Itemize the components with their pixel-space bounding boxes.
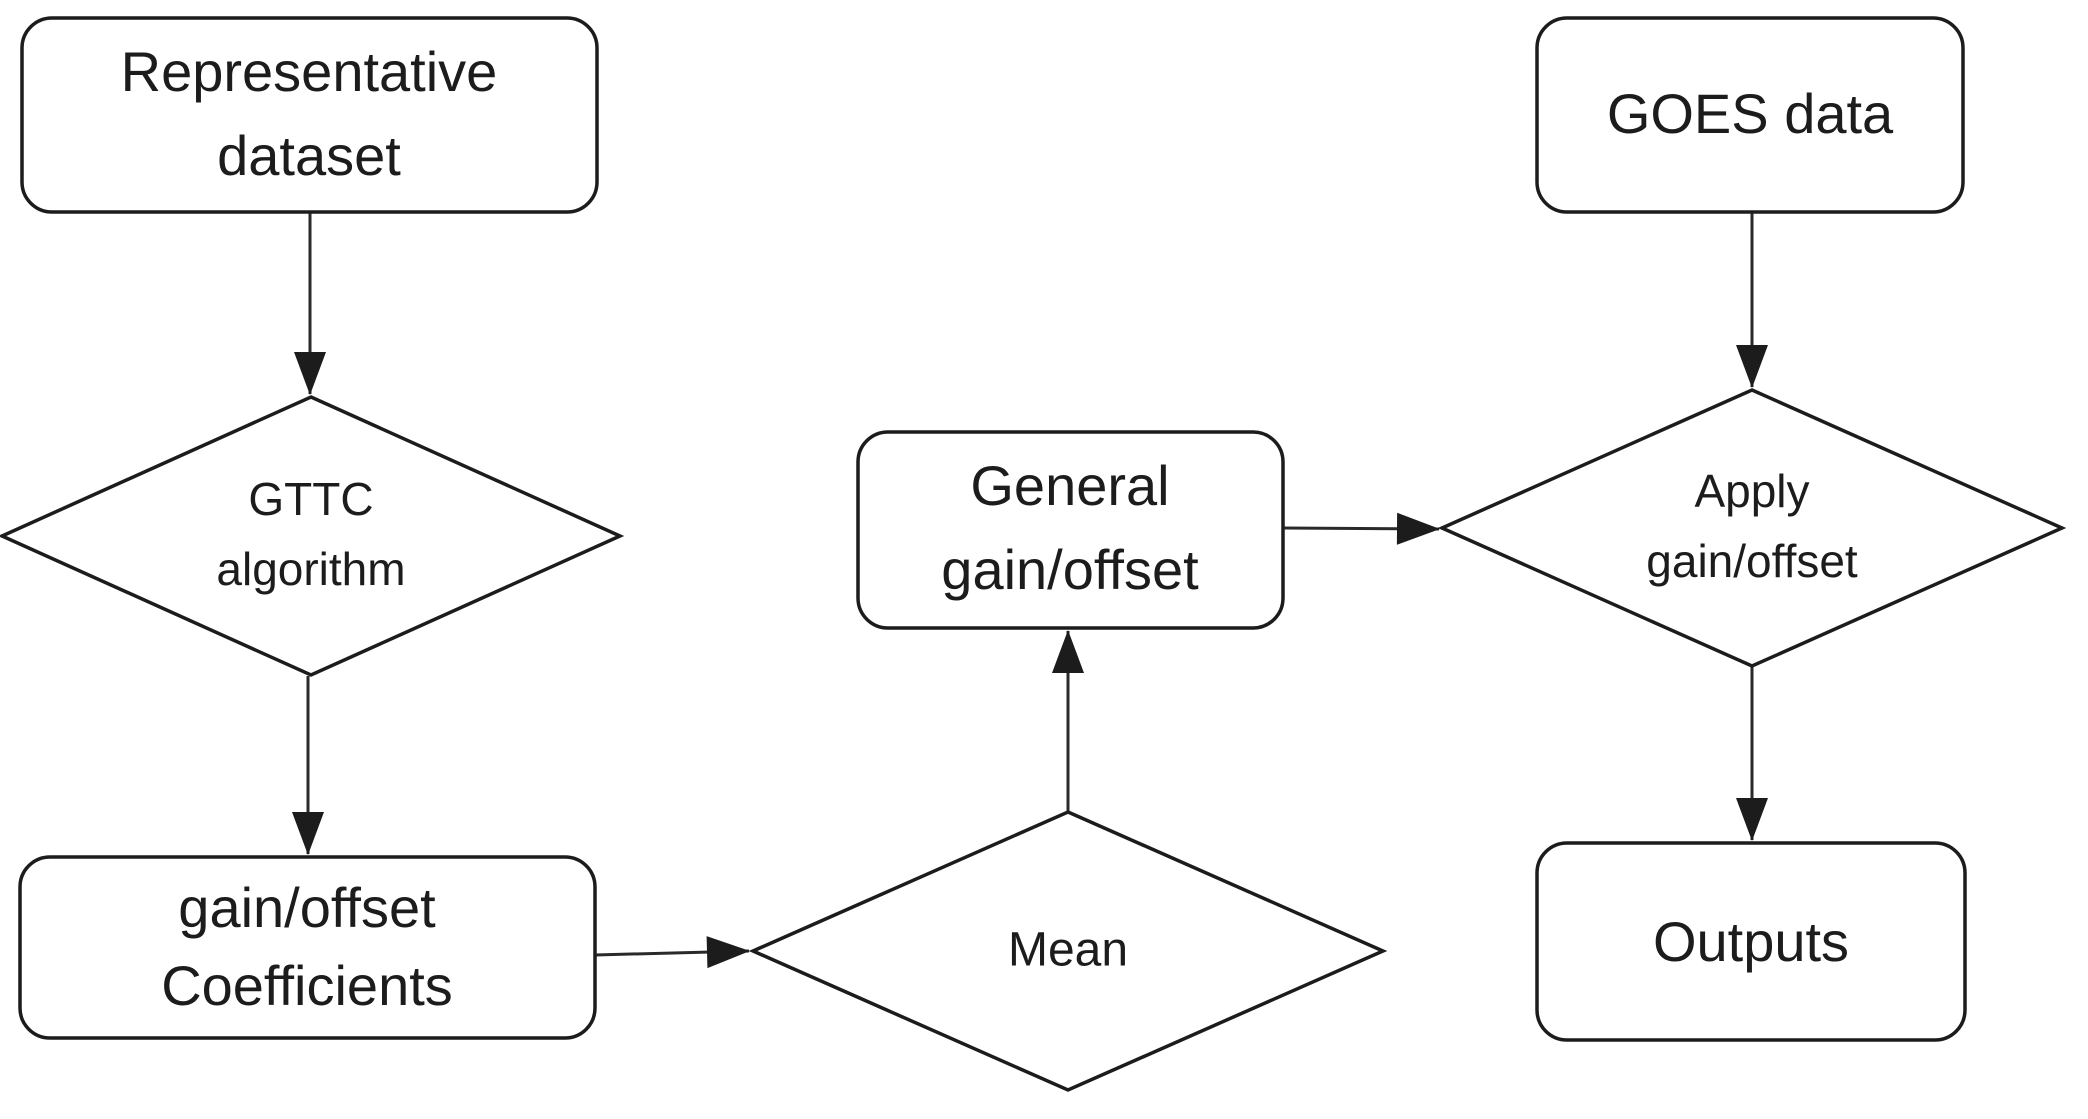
outputs-label: Outputs — [1653, 910, 1849, 973]
gttc-algorithm-shape — [0, 395, 625, 677]
outputs-shape — [1535, 841, 1967, 1042]
edge-gain-offset-coefficients-to-mean — [594, 936, 750, 969]
goes-data-shape — [1535, 16, 1965, 214]
gttc-algorithm-label-line2: algorithm — [216, 543, 405, 595]
representative-dataset-shape — [20, 16, 599, 214]
edge-general-gain-offset-to-apply-gain-offset — [1282, 512, 1440, 545]
gain-offset-coefficients-label-line1: gain/offset — [178, 876, 436, 939]
representative-dataset-label-line2: dataset — [217, 124, 401, 187]
node-general-gain-offset: General gain/offset — [856, 430, 1285, 630]
node-representative-dataset: Representative dataset — [20, 16, 599, 214]
node-goes-data: GOES data — [1535, 16, 1965, 214]
goes-data-label: GOES data — [1607, 82, 1894, 145]
gttc-algorithm-label-line1: GTTC — [248, 473, 373, 525]
node-gttc-algorithm: GTTC algorithm — [0, 395, 625, 677]
apply-gain-offset-label-line1: Apply — [1694, 465, 1809, 517]
gain-offset-coefficients-label-line2: Coefficients — [161, 954, 453, 1017]
node-gain-offset-coefficients: gain/offset Coefficients — [18, 855, 597, 1040]
general-gain-offset-label-line2: gain/offset — [941, 538, 1199, 601]
mean-label: Mean — [1008, 924, 1128, 977]
gain-offset-coefficients-shape — [18, 855, 597, 1040]
mean-shape — [748, 810, 1388, 1092]
edge-layer — [292, 213, 1768, 969]
general-gain-offset-label-line1: General — [970, 454, 1169, 517]
representative-dataset-label-line1: Representative — [121, 40, 498, 103]
node-mean: Mean — [748, 810, 1388, 1092]
apply-gain-offset-label-line2: gain/offset — [1646, 535, 1858, 587]
apply-gain-offset-shape — [1437, 388, 2067, 668]
node-outputs: Outputs — [1535, 841, 1967, 1042]
node-apply-gain-offset: Apply gain/offset — [1437, 388, 2067, 668]
general-gain-offset-shape — [856, 430, 1285, 630]
